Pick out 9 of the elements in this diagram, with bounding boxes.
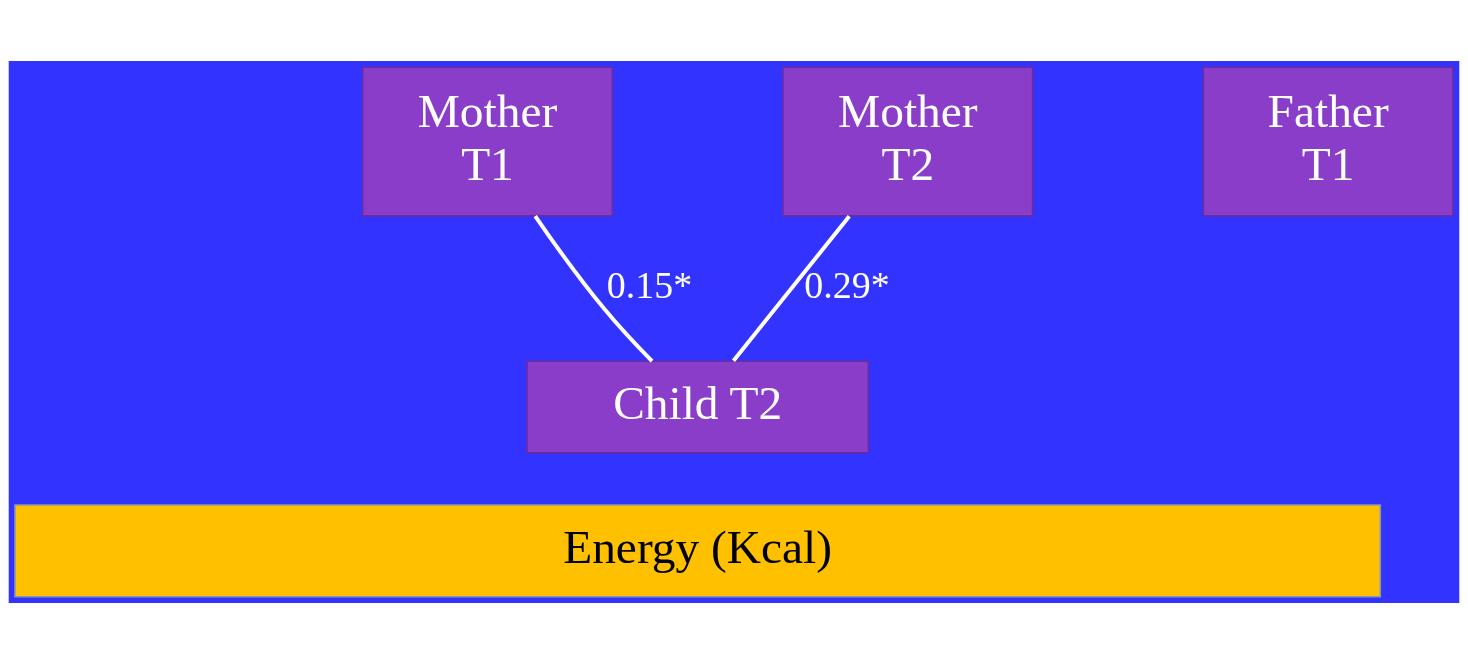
node-box: Father T1: [1202, 66, 1454, 217]
connector: [731, 215, 851, 362]
node-box: Energy (Kcal): [14, 504, 1382, 598]
node-box: Mother T1: [361, 66, 614, 217]
node-box: Child T2: [526, 360, 870, 454]
node-box: Mother T2: [782, 66, 1034, 217]
connector: [533, 214, 654, 363]
edge-label: 0.15*: [606, 264, 693, 307]
edge-label: 0.29*: [804, 264, 890, 307]
